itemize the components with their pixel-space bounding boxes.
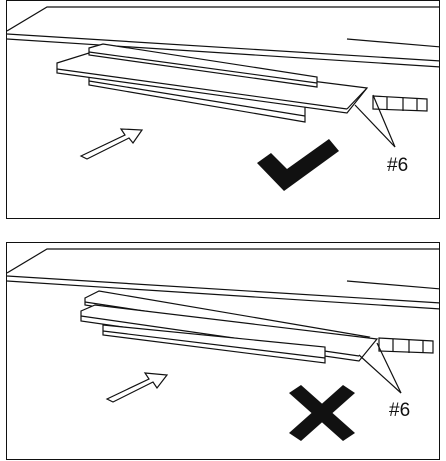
cross-mark-icon [289,385,355,441]
circuit-board [56,52,369,114]
callout-lines [358,342,402,394]
incorrect-installation-illustration: #6 [7,248,439,441]
chassis-edge [7,248,439,310]
check-mark-icon [257,139,339,191]
part-number-label: #6 [389,400,410,421]
connector-block [378,337,434,354]
chassis-edge [7,6,439,68]
correct-installation-illustration: #6 [7,6,439,191]
insert-direction-arrow-icon [79,128,144,160]
correct-installation-panel: #6 [6,0,440,219]
lower-tray [102,324,326,364]
top-plate [88,43,318,88]
callout-lines [354,94,396,148]
connector-block [372,95,428,112]
incorrect-installation-panel: #6 [6,242,440,460]
part-number-label: #6 [387,155,408,176]
insert-direction-arrow-icon [105,372,169,403]
